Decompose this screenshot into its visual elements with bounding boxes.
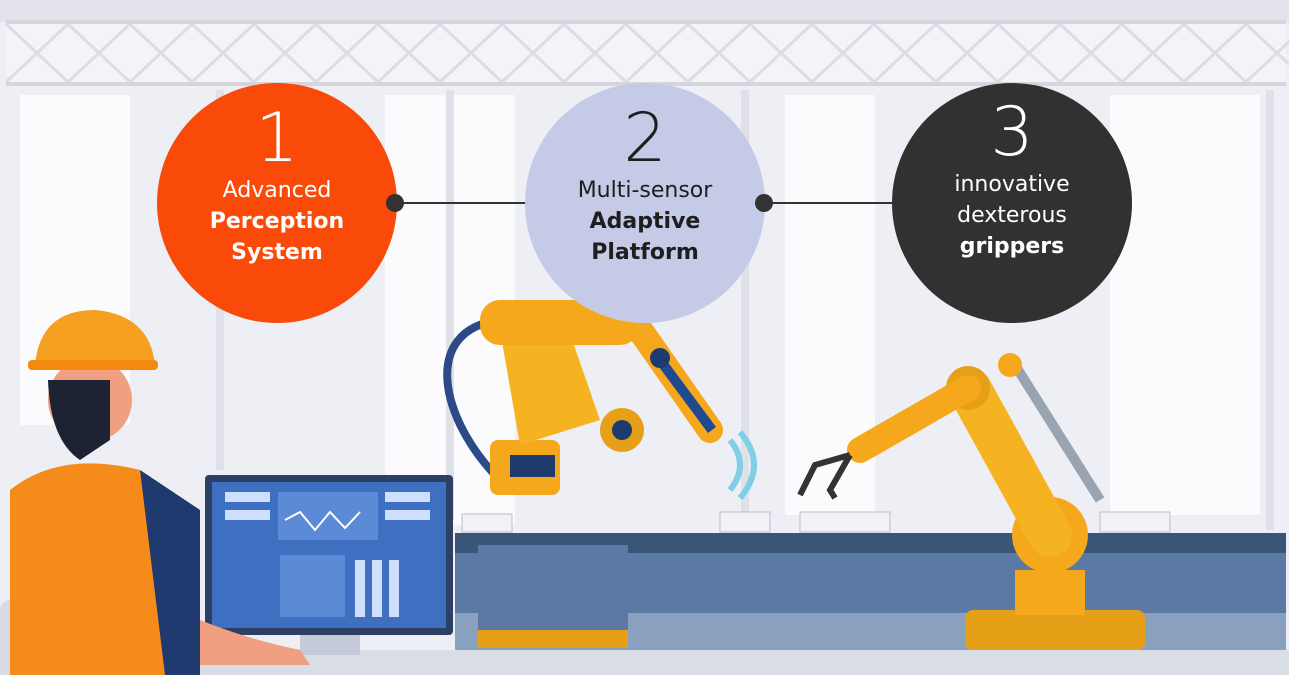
step-label-line: dexterous: [957, 203, 1067, 228]
ceiling-truss: [0, 0, 1289, 86]
worker: [0, 310, 310, 675]
control-monitor: [205, 475, 453, 655]
robot-arm-left: [443, 300, 757, 648]
connector-line-1-2: [395, 202, 530, 204]
step-number: 3: [990, 93, 1034, 172]
robot-arm-right: [797, 353, 1145, 650]
connector-dot: [755, 194, 773, 212]
step-label-line: Multi-sensor: [577, 178, 713, 203]
step-label-line: System: [231, 240, 323, 265]
step-number: 2: [623, 99, 667, 178]
step-label-line: grippers: [959, 234, 1065, 259]
step-number: 1: [255, 99, 299, 178]
step-label-line: innovative: [954, 172, 1070, 197]
step-2-circle: 2 Multi-sensor Adaptive Platform: [525, 83, 765, 323]
step-label-line: Platform: [591, 240, 699, 265]
connector-line-2-3: [764, 202, 894, 204]
step-3-circle: 3 innovative dexterous grippers: [892, 83, 1132, 323]
step-label-line: Perception: [209, 209, 345, 234]
step-label-line: Adaptive: [589, 209, 701, 234]
step-1-circle: 1 Advanced Perception System: [157, 83, 397, 323]
step-label-line: Advanced: [222, 178, 332, 203]
connector-dot: [386, 194, 404, 212]
